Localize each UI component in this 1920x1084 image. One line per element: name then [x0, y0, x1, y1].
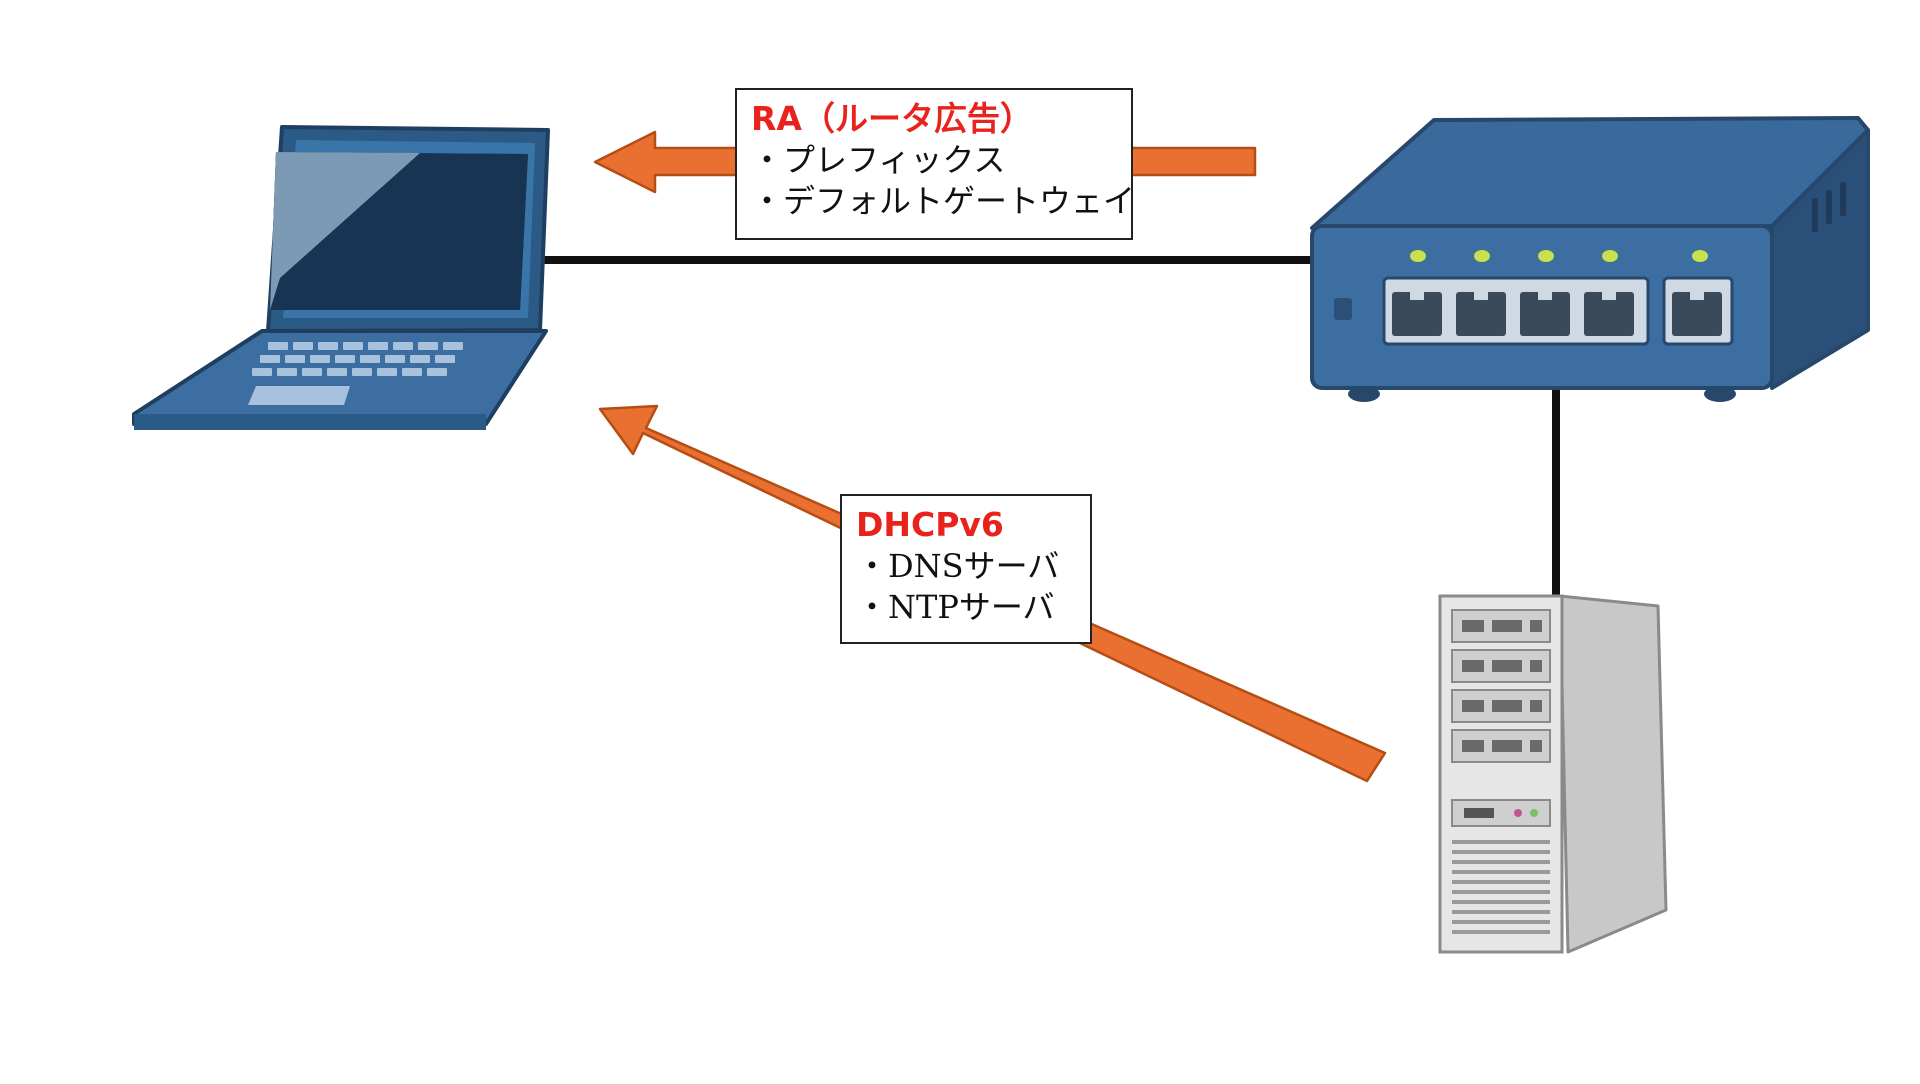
dhcp-label-box: DHCPv6 ・DNSサーバ ・NTPサーバ	[840, 494, 1092, 644]
router-icon	[1310, 116, 1870, 402]
laptop-icon	[132, 125, 550, 430]
server-icon	[1438, 594, 1668, 954]
ra-title: RA（ルータ広告）	[751, 99, 1033, 138]
server-drive-bays	[1451, 609, 1551, 763]
ra-item-prefix: ・プレフィックス	[751, 141, 1006, 180]
ra-label-box: RA（ルータ広告） ・プレフィックス ・デフォルトゲートウェイ	[735, 88, 1136, 240]
dhcp-title: DHCPv6	[856, 505, 1004, 544]
dhcp-item-dns-server: ・DNSサーバ	[856, 547, 1060, 586]
ra-item-default-gateway: ・デフォルトゲートウェイ	[751, 182, 1136, 221]
dhcp-item-ntp-server: ・NTPサーバ	[856, 588, 1055, 627]
